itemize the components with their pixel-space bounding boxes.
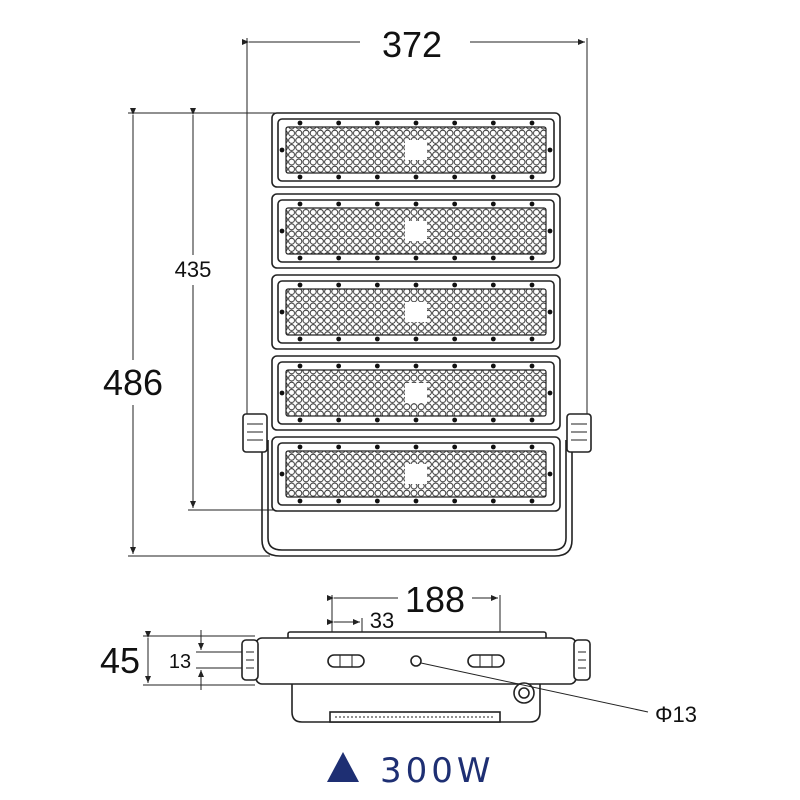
height-body-label: 435 [175,257,212,282]
bolt-spacing-dimension: 188 [327,579,501,665]
side-view: 188 33 45 13 [100,579,697,727]
bolt-spacing-label: 188 [405,579,465,620]
side-housing [241,631,649,723]
triangle-icon [327,752,359,782]
height-body-dimension: 435 [175,108,275,511]
front-view: 372 486 435 [103,24,592,557]
led-module [271,112,561,188]
power-rating: 300W [327,751,495,791]
height-total-label: 486 [103,362,163,403]
led-modules [271,112,561,512]
depth-dimension: 45 13 [100,630,255,690]
width-label: 372 [382,24,442,65]
led-module [271,355,561,431]
height-total-dimension: 486 [103,108,275,557]
width-dimension: 372 [242,24,588,420]
led-module [271,436,561,512]
mounting-bracket [242,413,592,557]
power-label: 300W [380,751,495,791]
led-module [271,193,561,269]
depth-inner-label: 13 [169,651,191,673]
hole-label: Φ13 [655,702,697,727]
slot-length-dimension: 33 [327,608,394,665]
depth-label: 45 [100,640,140,681]
led-module [271,274,561,350]
slot-length-label: 33 [370,608,394,633]
